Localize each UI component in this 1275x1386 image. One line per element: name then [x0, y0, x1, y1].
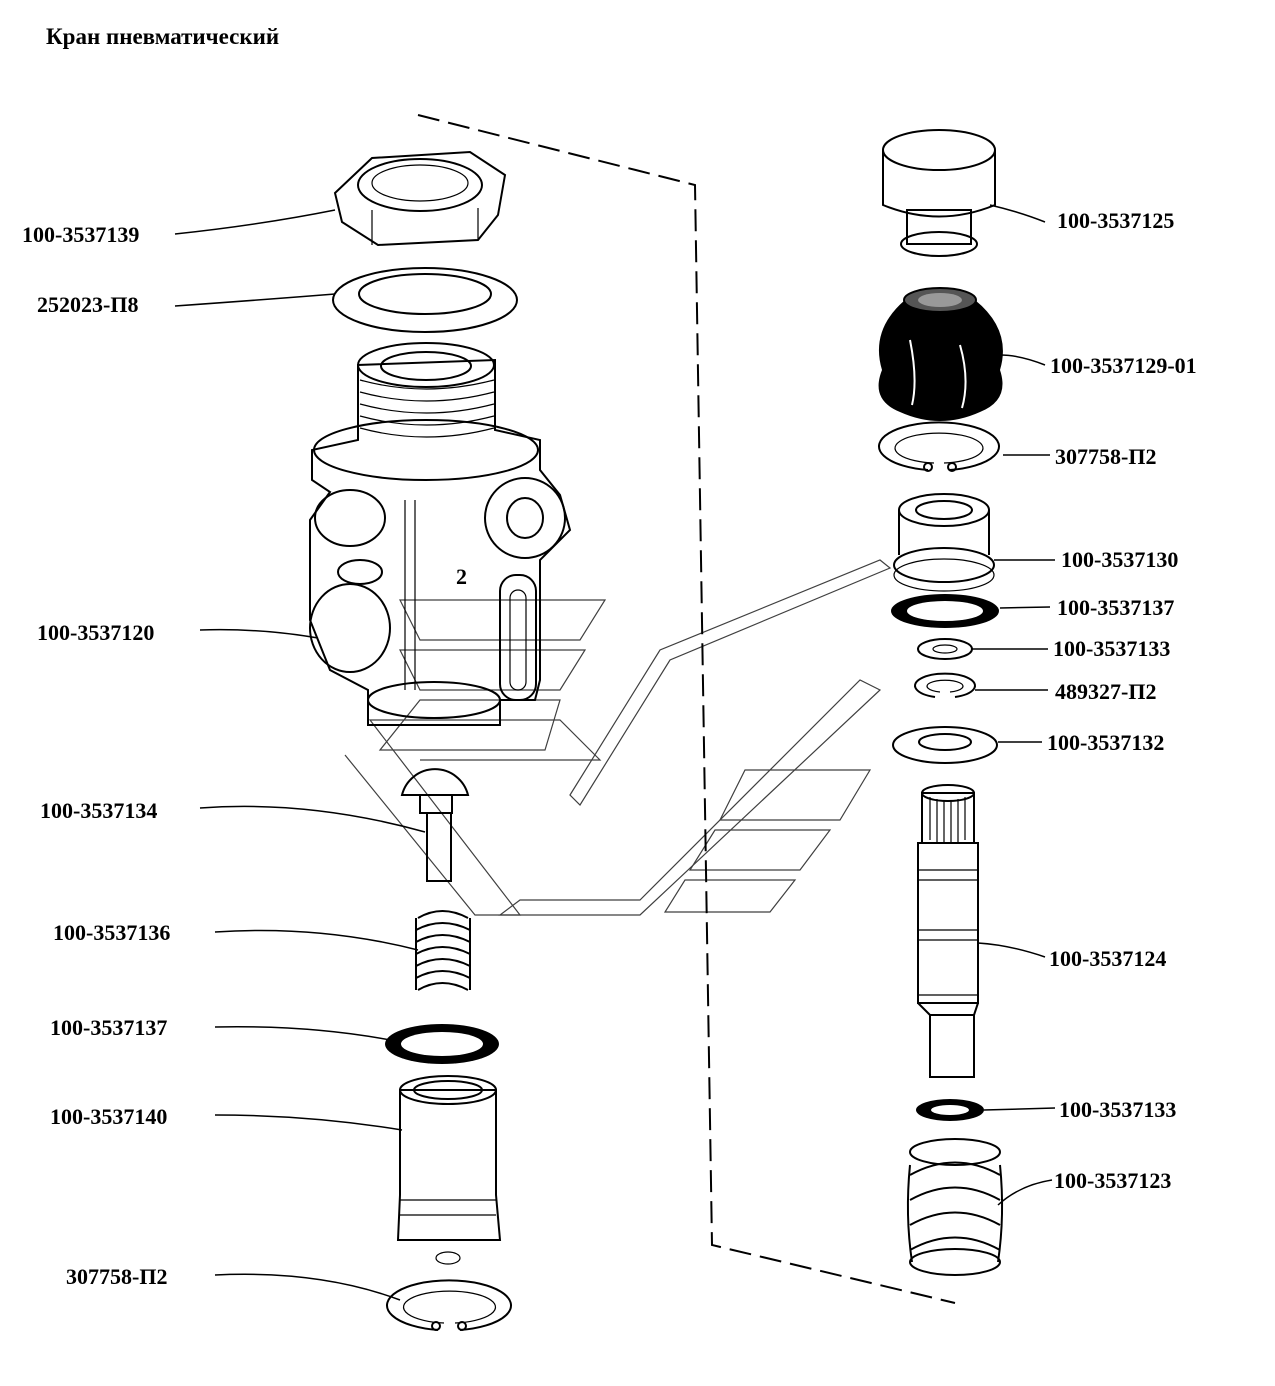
part-label: 100-3537124 [1049, 946, 1166, 971]
split-ring-part [914, 672, 976, 698]
bushing-part [893, 493, 995, 592]
body-port-marking: 2 [456, 564, 467, 589]
left-labels: 100-3537139 252023-П8 100-3537120 100-35… [22, 222, 170, 1289]
part-label: 100-3537137 [50, 1015, 167, 1040]
part-label: 100-3537132 [1047, 730, 1164, 755]
right-labels: 100-3537125 100-3537129-01 307758-П2 100… [1047, 208, 1197, 1193]
retaining-ring-right-part [878, 421, 1000, 472]
valve-body-part [309, 342, 572, 726]
flat-washer-part [332, 267, 518, 333]
part-label: 100-3537133 [1053, 636, 1170, 661]
part-label: 100-3537123 [1054, 1168, 1171, 1193]
small-spring-part [415, 910, 471, 991]
part-label: 100-3537140 [50, 1104, 167, 1129]
small-washer-part [917, 638, 973, 660]
shaft-part [917, 784, 979, 1078]
part-label: 489327-П2 [1055, 679, 1156, 704]
black-gasket-right-part [891, 594, 999, 628]
retaining-ring-left-part [386, 1279, 512, 1331]
cap-part [882, 129, 996, 257]
rubber-boot-part [878, 287, 1003, 421]
part-label: 100-3537137 [1057, 595, 1174, 620]
part-label: 100-3537120 [37, 620, 154, 645]
part-label: 307758-П2 [1055, 444, 1156, 469]
part-label: 100-3537129-01 [1050, 353, 1197, 378]
leader-lines [174, 204, 1056, 1301]
large-spring-part [906, 1138, 1004, 1276]
assembly-dashed-line [417, 114, 956, 1304]
part-label: 252023-П8 [37, 292, 138, 317]
black-gasket-left-part [385, 1024, 499, 1064]
part-label: 100-3537136 [53, 920, 170, 945]
plunger-part [400, 768, 470, 882]
part-label: 100-3537125 [1057, 208, 1174, 233]
hex-nut-part [333, 150, 507, 247]
black-washer-part [916, 1099, 984, 1121]
page-title: Кран пневматический [46, 24, 280, 49]
watermark-logo [344, 559, 892, 916]
part-label: 100-3537134 [40, 798, 157, 823]
flat-washer-right-part [892, 726, 998, 764]
part-label: 100-3537139 [22, 222, 139, 247]
sleeve-part [396, 1075, 502, 1265]
part-label: 307758-П2 [66, 1264, 167, 1289]
part-label: 100-3537130 [1061, 547, 1178, 572]
part-label: 100-3537133 [1059, 1097, 1176, 1122]
